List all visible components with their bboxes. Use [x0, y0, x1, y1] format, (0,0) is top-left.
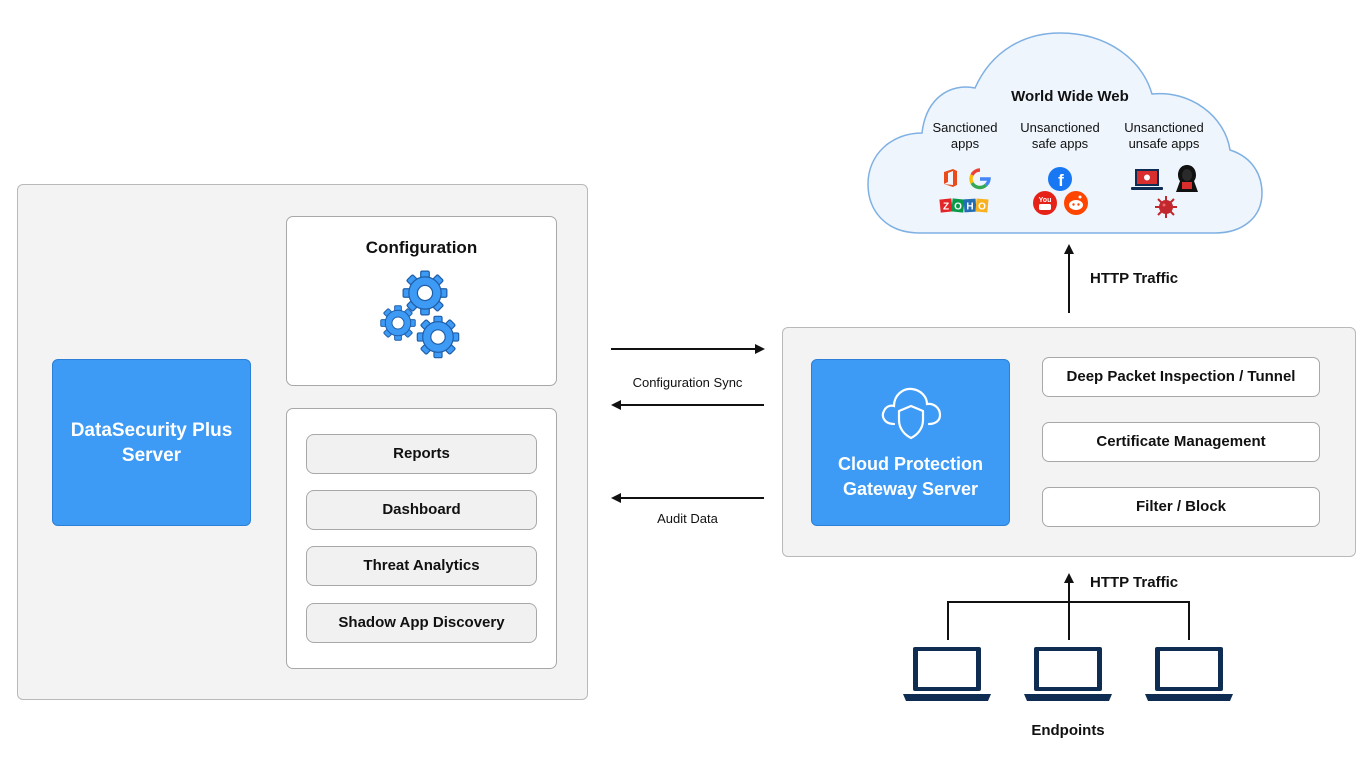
youtube-icon: You	[1033, 191, 1057, 215]
gears-icon	[380, 270, 460, 359]
gateway-label-line1: Cloud Protection	[838, 454, 983, 474]
unsanctioned-unsafe-line1: Unsanctioned	[1124, 120, 1204, 135]
deep-packet-inspection-button[interactable]: Deep Packet Inspection / Tunnel	[1042, 357, 1320, 397]
arrowhead-up-icon	[1064, 244, 1074, 254]
youtube-text: You	[1039, 197, 1052, 204]
zoho-letter-o2: O	[978, 202, 986, 213]
endpoint-connectors	[947, 573, 1190, 640]
ds-server-label-line1: DataSecurity Plus	[70, 419, 233, 441]
arrowhead-left-icon-2	[611, 493, 621, 503]
unsanctioned-unsafe-line2: unsafe apps	[1128, 136, 1200, 151]
datasecurity-plus-server[interactable]: DataSecurity Plus Server	[52, 359, 251, 526]
zoho-letter-o1: O	[954, 202, 962, 213]
zoho-icon: Z O H O	[939, 198, 989, 213]
facebook-icon: f	[1048, 167, 1072, 191]
laptop-icon-3	[1145, 647, 1233, 701]
connection-arrows	[611, 344, 765, 503]
compromised-laptop-icon	[1131, 169, 1163, 190]
sanctioned-line1: Sanctioned	[932, 120, 998, 135]
world-wide-web-cloud	[867, 32, 1263, 234]
facebook-letter: f	[1058, 171, 1064, 190]
ds-server-label-line2: Server	[121, 444, 182, 466]
endpoints-label: Endpoints	[1031, 722, 1105, 739]
http-traffic-label-bottom: HTTP Traffic	[1090, 574, 1179, 591]
threat-analytics-button[interactable]: Threat Analytics	[306, 546, 537, 586]
arrowhead-left-icon	[611, 400, 621, 410]
filter-block-button[interactable]: Filter / Block	[1042, 487, 1320, 527]
dashboard-button[interactable]: Dashboard	[306, 490, 537, 530]
unsanctioned-safe-line1: Unsanctioned	[1020, 120, 1100, 135]
http-traffic-up-arrow-top	[1064, 244, 1074, 313]
world-wide-web-title: World Wide Web	[1011, 88, 1129, 105]
google-letter: G	[968, 167, 969, 168]
sanctioned-apps-label: Sanctioned apps	[915, 120, 1015, 152]
cloud-protection-gateway-server[interactable]: Cloud Protection Gateway Server	[811, 359, 1010, 526]
gateway-label-line2: Gateway Server	[842, 479, 979, 499]
hacker-icon	[1176, 165, 1198, 192]
certificate-management-button[interactable]: Certificate Management	[1042, 422, 1320, 462]
zoho-letter-h: H	[966, 202, 973, 213]
laptop-icon-2	[1024, 647, 1112, 701]
arrowhead-right-icon	[755, 344, 765, 354]
arrowhead-up-icon-2	[1064, 573, 1074, 583]
unsanctioned-safe-apps-label: Unsanctioned safe apps	[1010, 120, 1110, 152]
reddit-icon	[1064, 191, 1088, 215]
http-traffic-label-top: HTTP Traffic	[1090, 270, 1179, 287]
audit-data-label: Audit Data	[657, 511, 718, 526]
google-icon: G	[968, 167, 991, 190]
configuration-title: Configuration	[365, 238, 478, 257]
sanctioned-line2: apps	[950, 136, 980, 151]
virus-icon	[1155, 196, 1177, 218]
shadow-app-discovery-button[interactable]: Shadow App Discovery	[306, 603, 537, 643]
reports-button[interactable]: Reports	[306, 434, 537, 474]
cloud-shield-icon	[881, 387, 942, 440]
zoho-letter-z: Z	[943, 202, 949, 213]
unsanctioned-safe-line2: safe apps	[1031, 136, 1089, 151]
configuration-sync-label: Configuration Sync	[632, 375, 743, 390]
office-icon	[944, 169, 957, 187]
unsanctioned-unsafe-apps-label: Unsanctioned unsafe apps	[1114, 120, 1214, 152]
laptop-icon-1	[903, 647, 991, 701]
